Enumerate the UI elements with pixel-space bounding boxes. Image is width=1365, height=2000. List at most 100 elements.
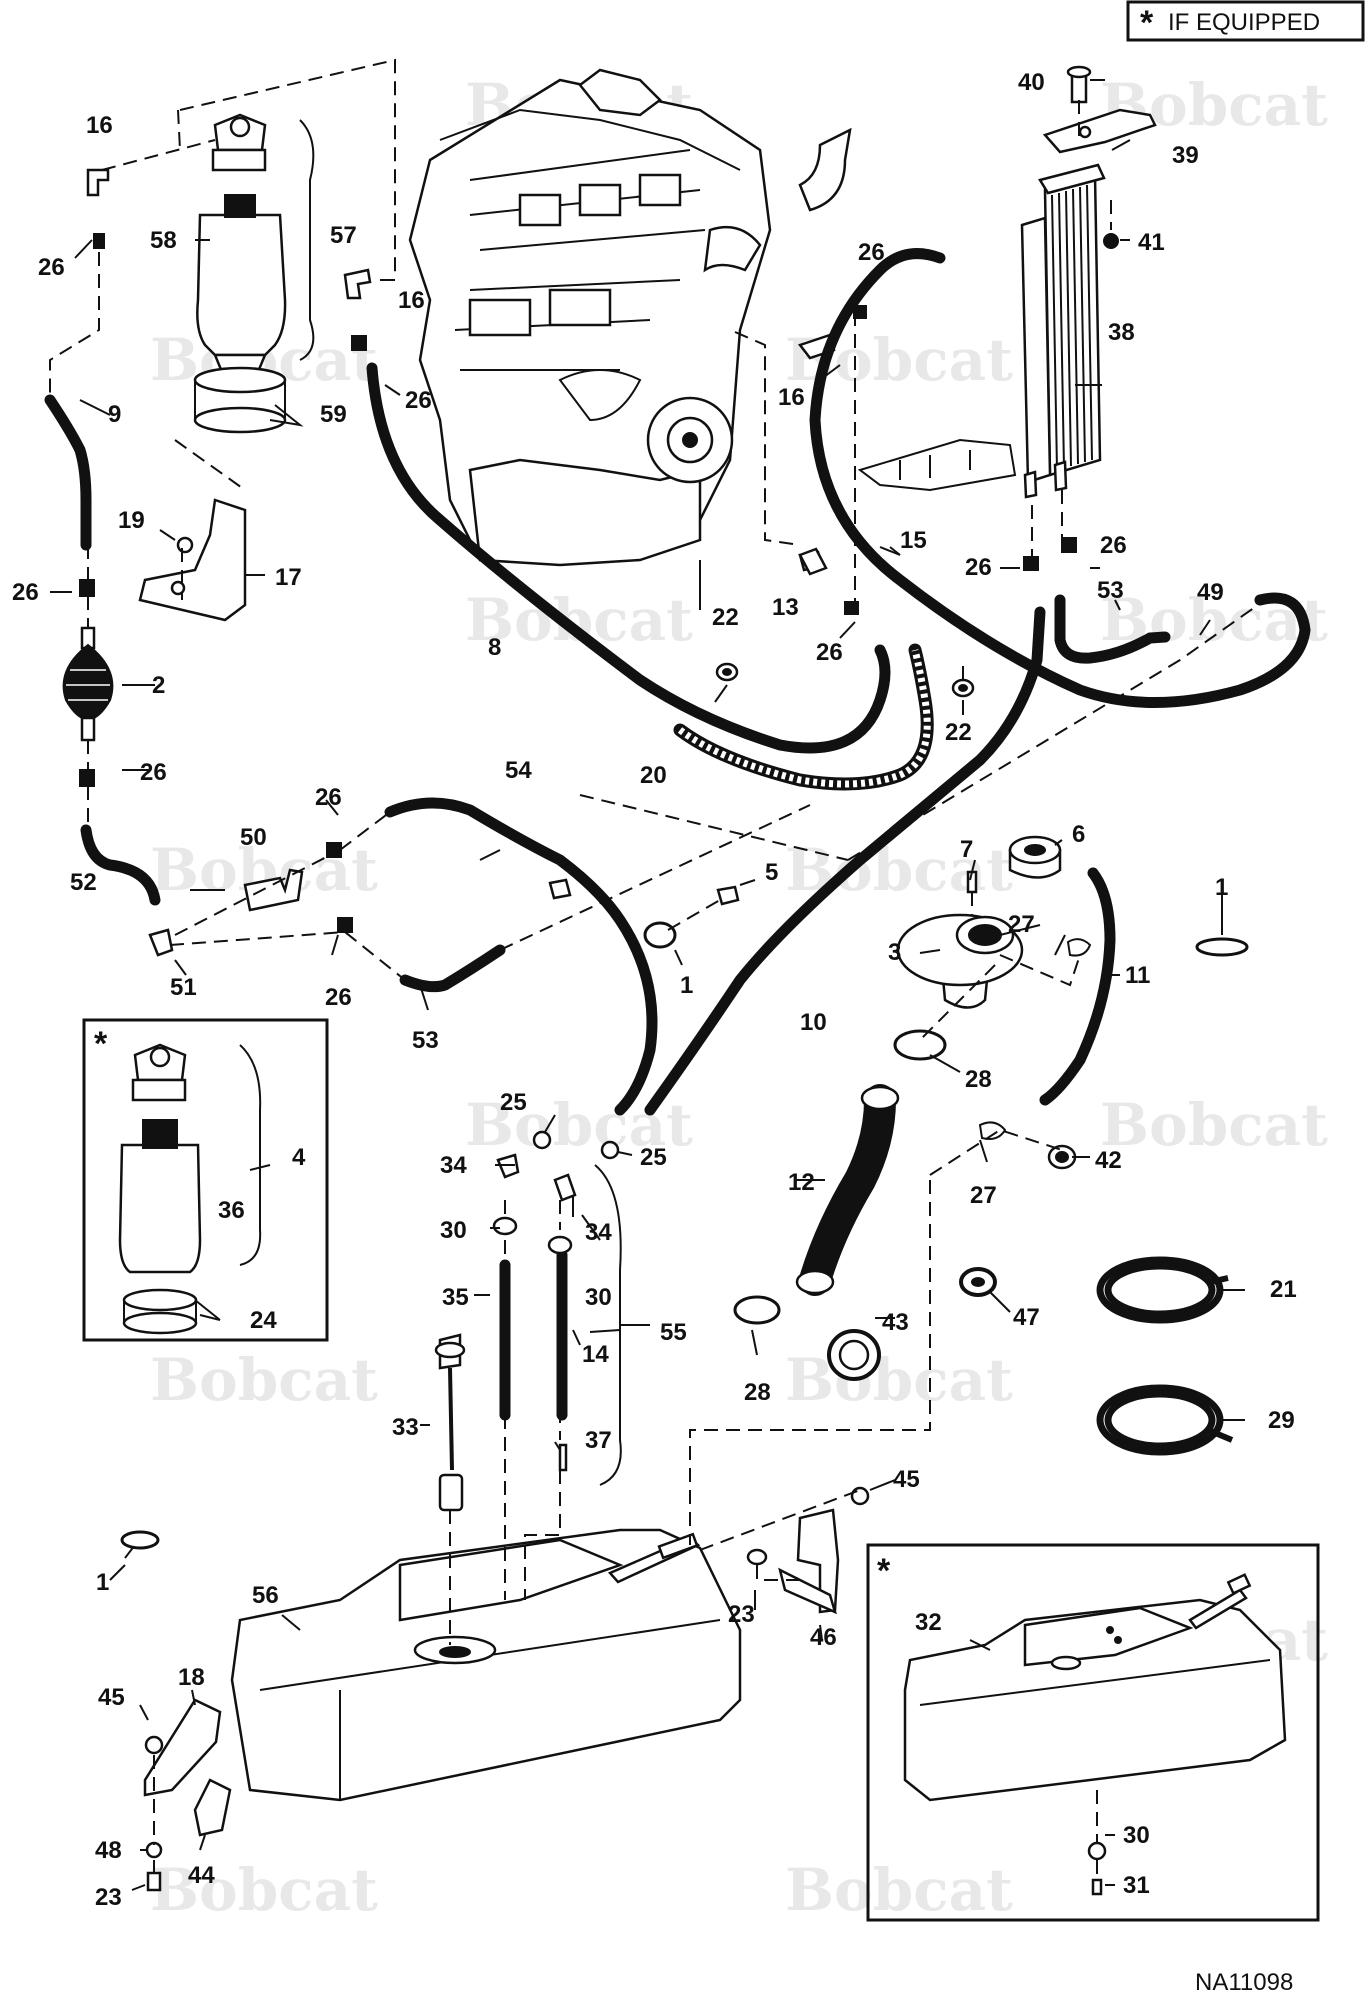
callout-33: 33 xyxy=(392,1414,419,1441)
callout-26: 26 xyxy=(325,984,352,1011)
callout-1: 1 xyxy=(1215,874,1228,901)
callout-45: 45 xyxy=(98,1684,125,1711)
drawing-reference: NA11098 xyxy=(1195,1969,1293,1996)
watermark: Bobcat xyxy=(785,1856,1013,1924)
callout-41: 41 xyxy=(1138,229,1165,256)
callout-1: 1 xyxy=(96,1569,109,1596)
watermark: Bobcat xyxy=(150,1856,378,1924)
legend-text: IF EQUIPPED xyxy=(1168,9,1320,36)
callout-40: 40 xyxy=(1018,69,1045,96)
inset-box-tank xyxy=(866,1543,1320,1922)
callout-12: 12 xyxy=(788,1169,815,1196)
callout-59: 59 xyxy=(320,401,347,428)
callout-30: 30 xyxy=(1123,1822,1150,1849)
callout-30: 30 xyxy=(585,1284,612,1311)
callout-19: 19 xyxy=(118,507,145,534)
fitting-5 xyxy=(716,885,740,906)
callout-49: 49 xyxy=(1197,579,1224,606)
tee-fitting xyxy=(148,868,304,957)
fuel-cooler-assembly xyxy=(1020,65,1157,499)
callout-26: 26 xyxy=(816,639,843,666)
callout-28: 28 xyxy=(744,1379,771,1406)
watermark: Bobcat xyxy=(150,1346,378,1414)
bracket xyxy=(138,498,247,622)
callout-14: 14 xyxy=(582,1341,609,1368)
callout-38: 38 xyxy=(1108,319,1135,346)
inset-box-filter xyxy=(82,1018,329,1342)
cooler-bracket xyxy=(857,438,1017,492)
callout-31: 31 xyxy=(1123,1872,1150,1899)
filler-hose xyxy=(795,1084,900,1296)
leader-lines xyxy=(50,79,1245,1891)
inset-tank: * xyxy=(866,1543,1320,1922)
watermark: Bobcat xyxy=(465,586,693,654)
callout-10: 10 xyxy=(800,1009,827,1036)
callout-26: 26 xyxy=(858,239,885,266)
callout-23: 23 xyxy=(728,1601,755,1628)
fuel-tank xyxy=(230,1528,742,1802)
callout-57: 57 xyxy=(330,222,357,249)
callout-26: 26 xyxy=(405,387,432,414)
callout-22: 22 xyxy=(945,719,972,746)
legend-if-equipped: * IF EQUIPPED xyxy=(1126,0,1365,42)
callout-26: 26 xyxy=(12,579,39,606)
callout-44: 44 xyxy=(188,1862,215,1889)
callout-5: 5 xyxy=(765,859,778,886)
callout-23: 23 xyxy=(95,1884,122,1911)
fuel-filter-assembly xyxy=(193,113,315,434)
band-clamps xyxy=(120,921,1249,1550)
legend-box xyxy=(1126,0,1365,42)
callout-13: 13 xyxy=(772,594,799,621)
callout-7: 7 xyxy=(960,836,973,863)
callout-34: 34 xyxy=(585,1219,612,1246)
primer-bulb xyxy=(62,626,114,742)
callout-46: 46 xyxy=(810,1624,837,1651)
callout-11: 11 xyxy=(1125,962,1150,989)
engine-assembly xyxy=(408,68,852,567)
callout-29: 29 xyxy=(1268,1407,1295,1434)
callout-54: 54 xyxy=(505,757,532,784)
callout-3: 3 xyxy=(888,939,901,966)
callout-28: 28 xyxy=(965,1066,992,1093)
callout-48: 48 xyxy=(95,1837,122,1864)
callout-26: 26 xyxy=(1100,532,1127,559)
callout-42: 42 xyxy=(1095,1147,1122,1174)
callout-27: 27 xyxy=(1008,911,1035,938)
fuel-neck-assembly xyxy=(896,835,1062,1009)
callout-16: 16 xyxy=(86,112,113,139)
inset-marker: * xyxy=(94,1025,108,1063)
callout-53: 53 xyxy=(1097,577,1124,604)
callout-25: 25 xyxy=(640,1144,667,1171)
fuel-sender xyxy=(434,1333,466,1512)
callout-47: 47 xyxy=(1013,1304,1040,1331)
watermark: Bobcat xyxy=(1100,1091,1328,1159)
callout-25: 25 xyxy=(500,1089,527,1116)
callout-51: 51 xyxy=(170,974,197,1001)
callout-21: 21 xyxy=(1270,1276,1297,1303)
callout-24: 24 xyxy=(250,1307,277,1334)
callout-17: 17 xyxy=(275,564,302,591)
callout-18: 18 xyxy=(178,1664,205,1691)
callout-26: 26 xyxy=(315,784,342,811)
callout-26: 26 xyxy=(140,759,167,786)
callout-30: 30 xyxy=(440,1217,467,1244)
callout-22: 22 xyxy=(712,604,739,631)
braided-hose xyxy=(673,643,934,791)
dash-lines xyxy=(49,58,1266,1880)
callout-26: 26 xyxy=(965,554,992,581)
callout-43: 43 xyxy=(882,1309,909,1336)
callout-39: 39 xyxy=(1172,142,1199,169)
grommets xyxy=(715,662,975,698)
callout-16: 16 xyxy=(398,287,425,314)
callout-52: 52 xyxy=(70,869,97,896)
callout-55: 55 xyxy=(660,1319,687,1346)
callout-26: 26 xyxy=(38,254,65,281)
coiled-hoses xyxy=(1096,1256,1234,1456)
legend-star: * xyxy=(1140,4,1154,42)
callout-1: 1 xyxy=(680,972,693,999)
callout-numbers: 16 26 58 57 16 26 59 9 19 17 26 2 26 52 … xyxy=(12,69,1297,1911)
callout-32: 32 xyxy=(915,1609,942,1636)
large-clamps xyxy=(733,1029,947,1325)
callout-37: 37 xyxy=(585,1427,612,1454)
